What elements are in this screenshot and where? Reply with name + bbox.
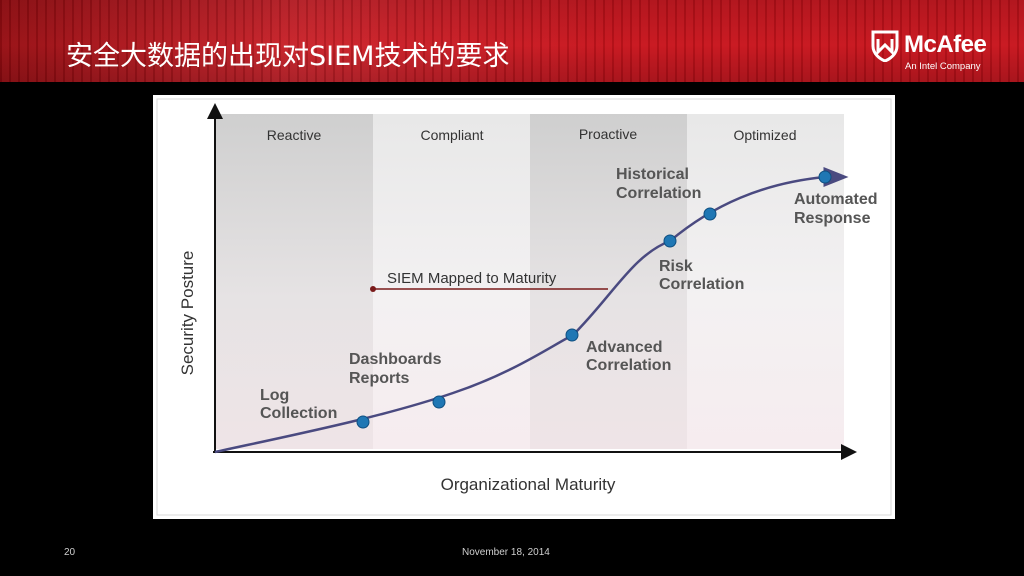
milestone-dot-advanced-correlation (565, 328, 579, 342)
milestone-label-automated-2: Response (794, 210, 871, 227)
stage-label-proactive: Proactive (579, 126, 638, 142)
stage-band-reactive (215, 114, 373, 449)
milestone-label-dashboards-1: Dashboards (349, 351, 442, 368)
milestone-label-historical-1: Historical (616, 166, 689, 183)
stage-label-reactive: Reactive (267, 127, 322, 143)
maturity-diagram: Reactive Compliant Proactive Optimized S… (153, 95, 895, 519)
legend-label: SIEM Mapped to Maturity (387, 270, 557, 287)
logo-tagline: An Intel Company (905, 61, 981, 72)
milestone-label-risk-2: Correlation (659, 276, 744, 293)
milestone-label-advanced-2: Correlation (586, 357, 671, 374)
milestone-dot-log-collection (356, 415, 370, 429)
slide-date: November 18, 2014 (462, 547, 550, 558)
milestone-label-automated-1: Automated (794, 191, 878, 208)
diagram-canvas: Reactive Compliant Proactive Optimized S… (156, 98, 892, 516)
milestone-dot-risk-correlation (663, 234, 677, 248)
milestone-label-log-collection-1: Log (260, 387, 289, 404)
slide-title: 安全大数据的出现对SIEM技术的要求 (66, 41, 510, 72)
shield-icon (871, 30, 899, 62)
stage-label-compliant: Compliant (420, 127, 483, 143)
milestone-label-dashboards-2: Reports (349, 370, 410, 387)
stage-band-proactive (530, 114, 687, 449)
mcafee-logo: McAfee An Intel Company (870, 30, 1010, 74)
milestone-dot-historical-correlation (703, 207, 717, 221)
stage-label-optimized: Optimized (733, 127, 796, 143)
milestone-label-log-collection-2: Collection (260, 405, 337, 422)
header-texture (0, 0, 1024, 82)
y-axis-label: Security Posture (178, 251, 197, 376)
logo-brand: McAfee (904, 31, 987, 58)
milestone-label-historical-2: Correlation (616, 185, 701, 202)
stage-band-optimized (687, 114, 844, 449)
x-axis-label: Organizational Maturity (441, 475, 616, 494)
milestone-dot-automated-response (818, 170, 832, 184)
milestone-label-advanced-1: Advanced (586, 339, 662, 356)
milestone-label-risk-1: Risk (659, 258, 693, 275)
page-number: 20 (64, 547, 76, 558)
milestone-dot-dashboards (432, 395, 446, 409)
slide-header: 安全大数据的出现对SIEM技术的要求 McAfee An Intel Compa… (0, 0, 1024, 82)
